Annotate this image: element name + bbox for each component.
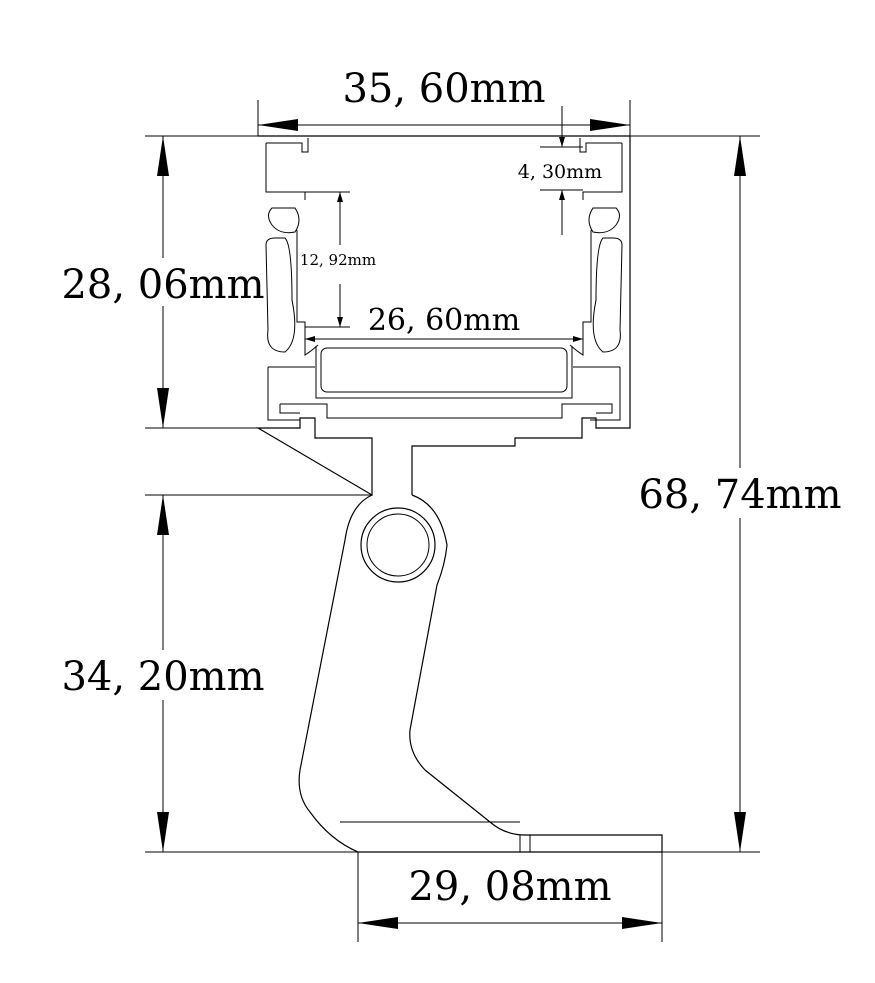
lip-depth-label: 4, 30mm (518, 161, 602, 183)
dimension-profile-height: 28, 06mm (61, 136, 265, 428)
dimension-overall-width: 35, 60mm (257, 66, 631, 136)
overall-width-label: 35, 60mm (342, 66, 545, 112)
dimension-base-width: 29, 08mm (357, 852, 663, 942)
dimension-inner-height: 12, 92mm (300, 191, 376, 328)
dimension-inner-width: 26, 60mm (305, 303, 583, 342)
total-height-label: 68, 74mm (638, 472, 841, 518)
dimension-total-height: 68, 74mm (638, 136, 842, 852)
dimension-lip-depth: 4, 30mm (518, 106, 602, 235)
mounting-bracket (298, 494, 663, 853)
inner-width-label: 26, 60mm (368, 303, 520, 338)
bracket-height-label: 34, 20mm (61, 654, 264, 700)
dimension-bracket-height: 34, 20mm (61, 495, 265, 852)
base-width-label: 29, 08mm (408, 864, 611, 910)
inner-height-label: 12, 92mm (300, 251, 376, 269)
profile-height-label: 28, 06mm (61, 262, 264, 308)
